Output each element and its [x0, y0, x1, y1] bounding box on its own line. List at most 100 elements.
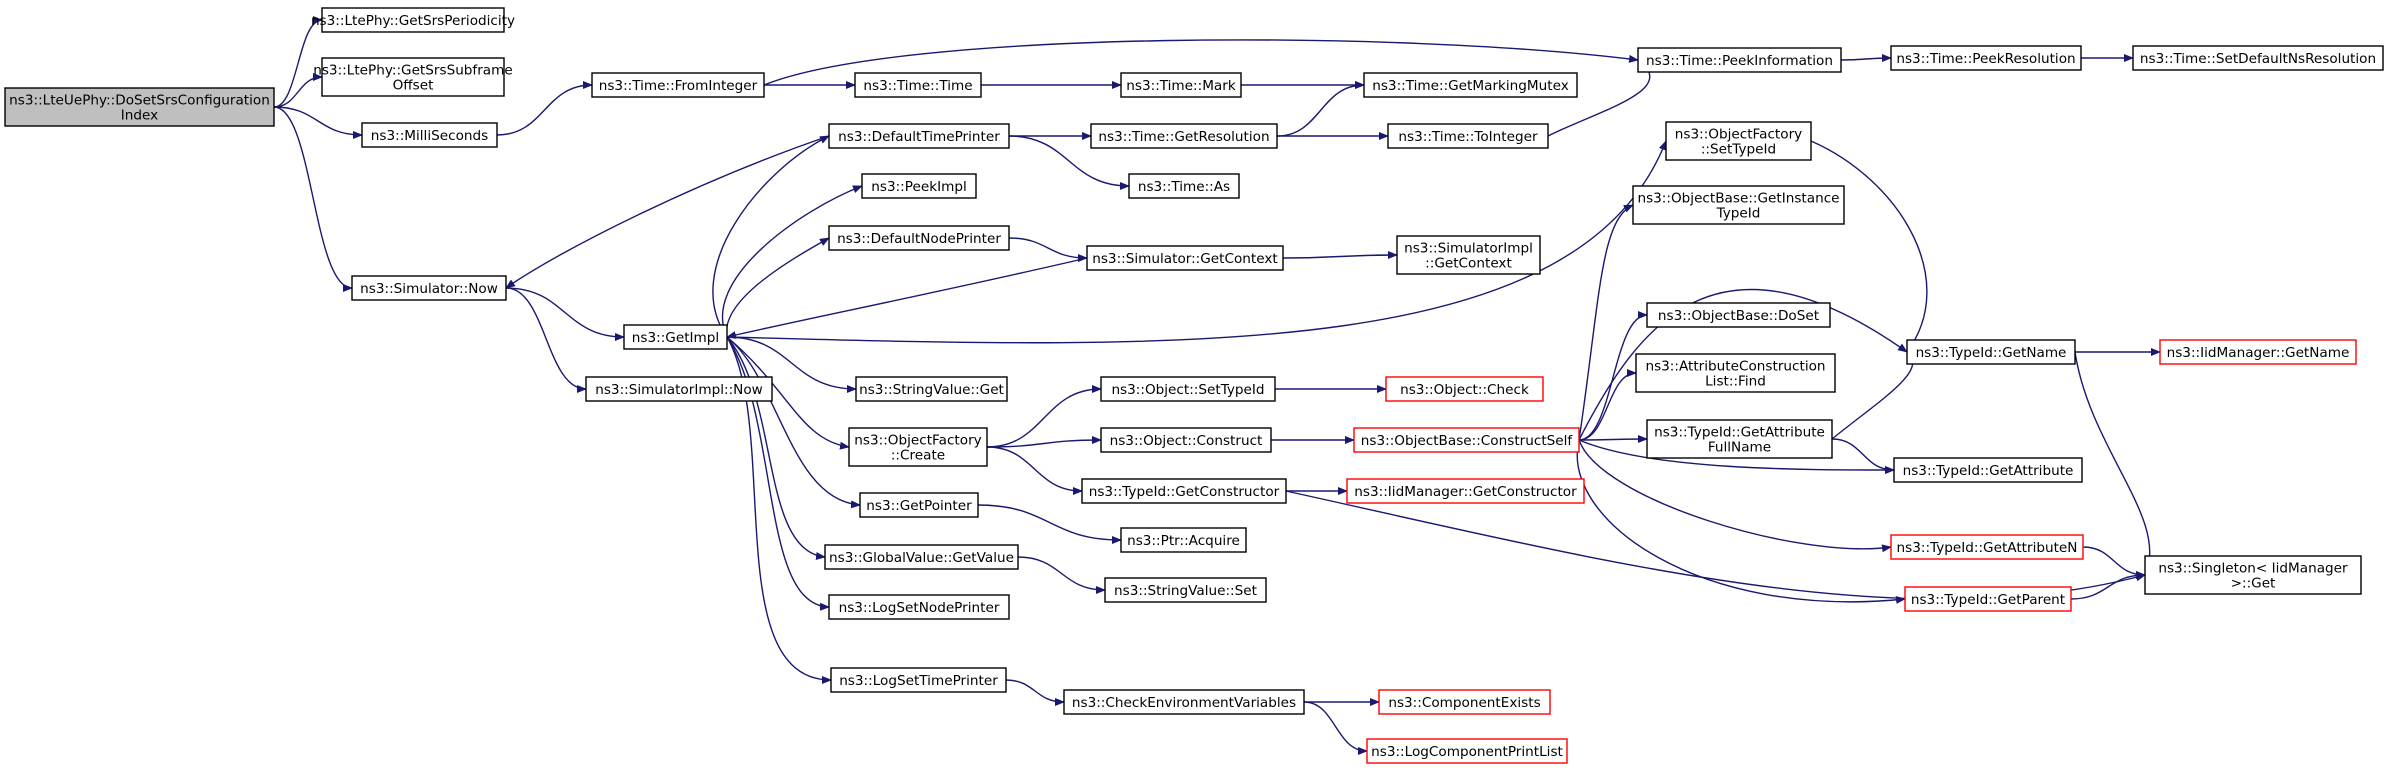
edge-objectbase-constructself-to-typeid-getparent — [1576, 439, 1906, 604]
node-box — [1081, 478, 1287, 504]
node-typeid-getattributen[interactable]: ns3::TypeId::GetAttributeN — [1890, 534, 2084, 560]
node-box — [351, 275, 507, 301]
node-stringvalue-get[interactable]: ns3::StringValue::Get — [855, 376, 1008, 402]
node-label: ::GetContext — [1425, 256, 1512, 272]
node-label: ns3::TypeId::GetParent — [1911, 592, 2065, 608]
node-simulator-now[interactable]: ns3::Simulator::Now — [351, 275, 507, 301]
node-simulatorimpl-now[interactable]: ns3::SimulatorImpl::Now — [585, 376, 773, 402]
node-getsrsperiodicity[interactable]: ns3::LtePhy::GetSrsPeriodicity — [311, 7, 515, 33]
node-time-mark[interactable]: ns3::Time::Mark — [1120, 72, 1242, 98]
node-singleton-get[interactable]: ns3::Singleton< IidManager >::Get — [2144, 555, 2362, 595]
node-simulator-getcontext[interactable]: ns3::Simulator::GetContext — [1086, 245, 1284, 271]
node-box — [1632, 185, 1845, 225]
node-logsetnodeprinter[interactable]: ns3::LogSetNodePrinter — [828, 594, 1010, 620]
node-label: ns3::LogComponentPrintList — [1371, 744, 1563, 760]
node-getpointer[interactable]: ns3::GetPointer — [859, 492, 979, 518]
node-time-setdefaultnsresolution[interactable]: ns3::Time::SetDefaultNsResolution — [2132, 45, 2384, 71]
node-time-frominteger[interactable]: ns3::Time::FromInteger — [591, 72, 765, 98]
node-iidmanager-getconstructor[interactable]: ns3::IidManager::GetConstructor — [1346, 478, 1585, 504]
node-time-tointeger[interactable]: ns3::Time::ToInteger — [1387, 123, 1549, 149]
node-box — [591, 72, 765, 98]
node-defaulttimeprinter[interactable]: ns3::DefaultTimePrinter — [828, 123, 1010, 149]
node-time-peekresolution[interactable]: ns3::Time::PeekResolution — [1890, 45, 2082, 71]
node-time-peekinformation[interactable]: ns3::Time::PeekInformation — [1637, 47, 1842, 73]
node-componentexists[interactable]: ns3::ComponentExists — [1378, 689, 1551, 715]
node-ptr-acquire[interactable]: ns3::Ptr::Acquire — [1120, 527, 1247, 553]
node-milliseconds[interactable]: ns3::MilliSeconds — [361, 122, 498, 148]
node-logsettimeprinter[interactable]: ns3::LogSetTimePrinter — [830, 667, 1007, 693]
node-label: >::Get — [2231, 576, 2276, 592]
node-label: ns3::ComponentExists — [1388, 695, 1540, 711]
node-checkenvironmentvariables[interactable]: ns3::CheckEnvironmentVariables — [1063, 689, 1305, 715]
node-time-as[interactable]: ns3::Time::As — [1128, 173, 1240, 199]
node-box — [1063, 689, 1305, 715]
node-label: FullName — [1708, 440, 1771, 456]
node-globalvalue-getvalue[interactable]: ns3::GlobalValue::GetValue — [824, 544, 1019, 570]
node-label: ns3::Object::SetTypeId — [1111, 382, 1264, 398]
node-box — [623, 324, 728, 350]
node-box — [1086, 245, 1284, 271]
node-stringvalue-set[interactable]: ns3::StringValue::Set — [1104, 577, 1267, 603]
node-root[interactable]: ns3::LteUePhy::DoSetSrsConfigurationInde… — [4, 87, 275, 127]
node-box — [848, 427, 988, 467]
node-objectbase-doset[interactable]: ns3::ObjectBase::DoSet — [1646, 302, 1831, 328]
node-time-getresolution[interactable]: ns3::Time::GetResolution — [1090, 123, 1278, 149]
edge-time-frominteger-to-time-peekinformation — [763, 39, 1639, 86]
node-objectbase-constructself[interactable]: ns3::ObjectBase::ConstructSelf — [1353, 427, 1580, 453]
node-box — [1637, 47, 1842, 73]
node-label: ns3::DefaultNodePrinter — [837, 231, 1001, 247]
node-iidmanager-getname[interactable]: ns3::IidManager::GetName — [2159, 339, 2357, 365]
node-box — [1100, 427, 1272, 453]
node-objectfactory-create[interactable]: ns3::ObjectFactory::Create — [848, 427, 988, 467]
node-typeid-getparent[interactable]: ns3::TypeId::GetParent — [1904, 586, 2072, 612]
node-label: Index — [121, 108, 158, 124]
node-label: ns3::Simulator::GetContext — [1092, 251, 1278, 267]
node-label: ns3::Time::Mark — [1126, 78, 1236, 94]
node-label: List::Find — [1705, 374, 1766, 390]
node-label: ns3::Simulator::Now — [360, 281, 498, 297]
node-getimpl[interactable]: ns3::GetImpl — [623, 324, 728, 350]
edge-getimpl-to-peekimpl — [721, 185, 863, 338]
node-box — [1890, 45, 2082, 71]
node-simulatorimpl-getcontext[interactable]: ns3::SimulatorImpl::GetContext — [1396, 235, 1541, 275]
node-time-getmarkingmutex[interactable]: ns3::Time::GetMarkingMutex — [1363, 72, 1578, 98]
node-box — [861, 173, 977, 199]
node-object-settypeid[interactable]: ns3::Object::SetTypeId — [1100, 376, 1276, 402]
node-box — [828, 225, 1010, 251]
node-box — [1890, 534, 2084, 560]
node-objectfactory-settypeid[interactable]: ns3::ObjectFactory::SetTypeId — [1665, 121, 1812, 161]
node-object-check[interactable]: ns3::Object::Check — [1385, 376, 1544, 402]
node-time-time[interactable]: ns3::Time::Time — [854, 72, 982, 98]
node-object-construct[interactable]: ns3::Object::Construct — [1100, 427, 1272, 453]
node-label: ns3::TypeId::GetAttributeN — [1897, 540, 2078, 556]
node-box — [1100, 376, 1276, 402]
node-box — [2159, 339, 2357, 365]
node-box — [1104, 577, 1267, 603]
edge-time-tointeger-to-time-peekinformation — [1547, 59, 1651, 137]
node-label: ns3::Object::Construct — [1110, 433, 1263, 449]
node-defaultnodeprinter[interactable]: ns3::DefaultNodePrinter — [828, 225, 1010, 251]
edge-objectbase-constructself-to-typeid-getattributefullname — [1578, 435, 1648, 444]
node-box — [1353, 427, 1580, 453]
node-peekimpl[interactable]: ns3::PeekImpl — [861, 173, 977, 199]
node-typeid-getname[interactable]: ns3::TypeId::GetName — [1906, 339, 2076, 365]
node-label: ns3::Time::PeekResolution — [1896, 51, 2075, 67]
node-label: ns3::Time::Time — [863, 78, 972, 94]
node-typeid-getattribute[interactable]: ns3::TypeId::GetAttribute — [1893, 457, 2083, 483]
node-box — [1635, 353, 1836, 393]
node-box — [1090, 123, 1278, 149]
edge-objectfactory-settypeid-to-typeid-getname — [1810, 140, 1928, 353]
node-box — [1665, 121, 1812, 161]
edge-root-to-milliseconds — [273, 106, 363, 139]
edge-typeid-getattributefullname-to-typeid-getname — [1831, 351, 1917, 440]
node-typeid-getconstructor[interactable]: ns3::TypeId::GetConstructor — [1081, 478, 1287, 504]
node-logcomponentprintlist[interactable]: ns3::LogComponentPrintList — [1366, 738, 1568, 764]
edge-defaulttimeprinter-to-simulator-now — [505, 135, 830, 289]
node-box — [830, 667, 1007, 693]
node-box — [1646, 302, 1831, 328]
